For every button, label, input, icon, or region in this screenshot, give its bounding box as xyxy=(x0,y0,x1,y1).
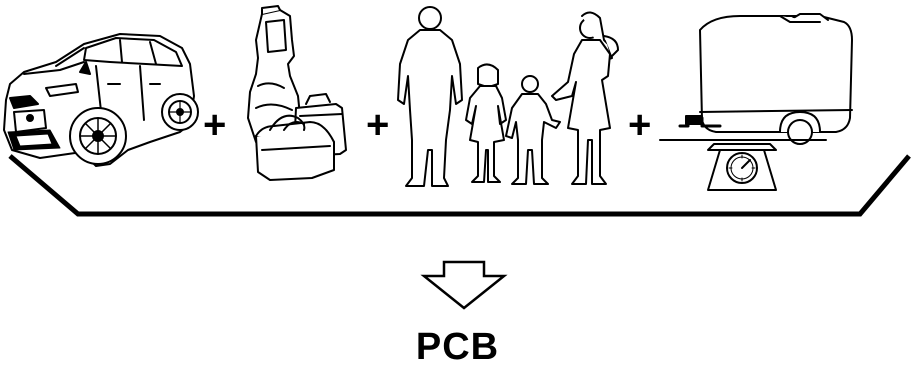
down-arrow-icon xyxy=(420,260,508,310)
plus-sign-3: + xyxy=(628,103,651,147)
passengers-icon xyxy=(397,6,619,187)
grouping-bracket xyxy=(8,154,911,217)
luggage-icon xyxy=(247,5,347,181)
car-icon xyxy=(3,33,199,167)
trailer-on-scale-icon xyxy=(659,13,853,191)
plus-sign-2: + xyxy=(366,103,389,147)
plus-sign-1: + xyxy=(203,103,226,147)
result-label-pcb: PCB xyxy=(415,326,500,368)
